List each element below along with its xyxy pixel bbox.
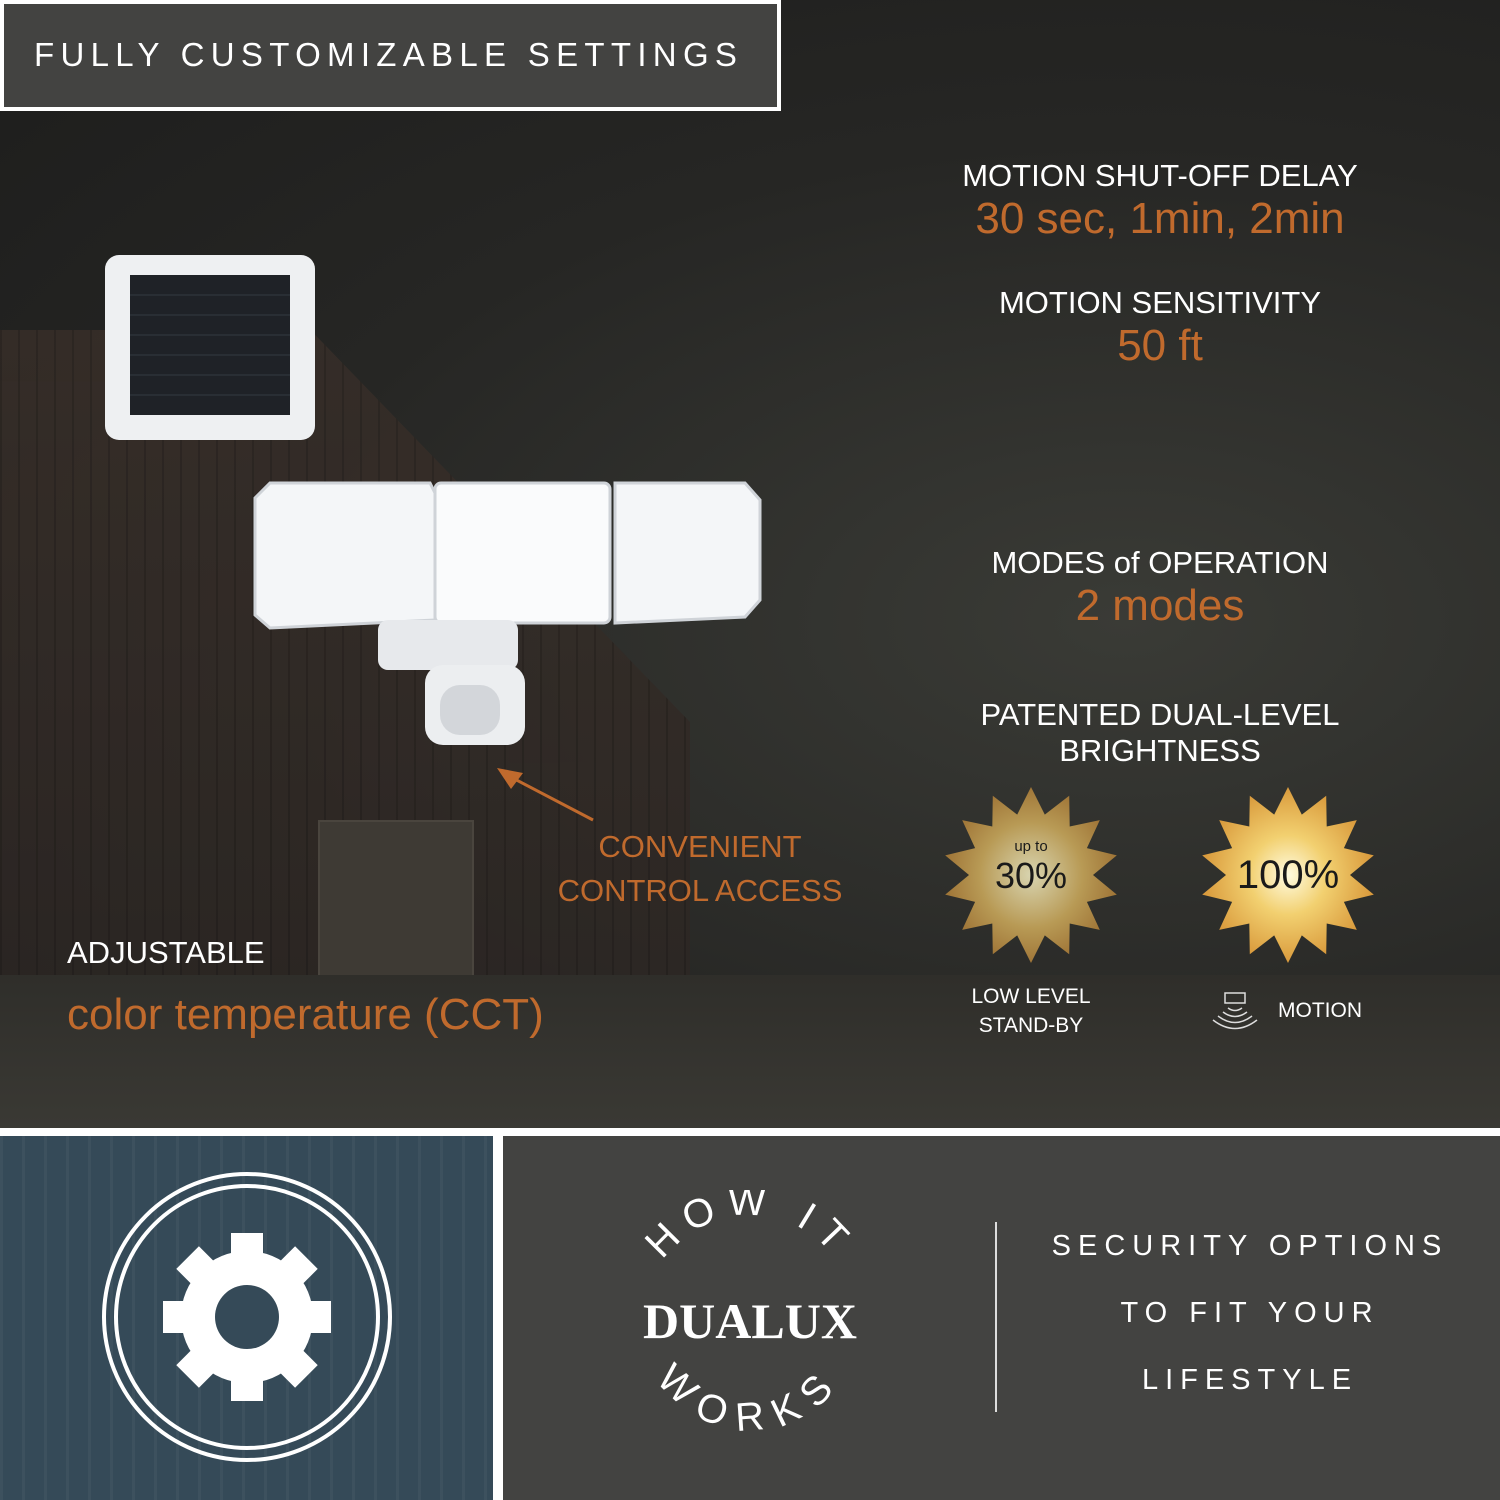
gear-icon bbox=[102, 1172, 392, 1462]
feature-shutoff-delay: MOTION SHUT-OFF DELAY 30 sec, 1min, 2min bbox=[880, 158, 1440, 244]
product-image bbox=[105, 255, 762, 745]
sunburst-high-icon bbox=[1202, 787, 1374, 963]
badge-top-text: HOW IT bbox=[637, 1190, 863, 1266]
sunburst-low-icon bbox=[945, 787, 1117, 963]
badge-bottom-text: WORKS bbox=[649, 1356, 851, 1440]
divider bbox=[995, 1222, 997, 1412]
feature-value: 2 modes bbox=[1075, 581, 1245, 630]
how-it-works-panel bbox=[503, 1136, 1500, 1500]
high-caption: MOTION bbox=[1278, 999, 1362, 1022]
feature-label: MOTION SHUT-OFF DELAY bbox=[962, 158, 1358, 193]
tagline-line-1: SECURITY OPTIONS bbox=[1051, 1230, 1449, 1262]
feature-label: MOTION SENSITIVITY bbox=[998, 285, 1322, 320]
low-value: 30% bbox=[994, 855, 1068, 896]
callout-line-1: CONVENIENT bbox=[598, 829, 802, 864]
header-banner: FULLY CUSTOMIZABLE SETTINGS bbox=[0, 0, 781, 111]
solar-panel bbox=[105, 255, 315, 440]
low-caption-line-2: STAND-BY bbox=[978, 1014, 1084, 1037]
arrow-icon bbox=[497, 768, 594, 822]
feature-modes: MODES of OPERATION 2 modes bbox=[880, 545, 1440, 631]
tagline-line-3: LIFESTYLE bbox=[1141, 1364, 1359, 1396]
feature-sensitivity: MOTION SENSITIVITY 50 ft bbox=[880, 285, 1440, 371]
ground bbox=[0, 975, 1500, 1128]
brand-logo: DUALUX bbox=[643, 1293, 857, 1349]
feature-value: 30 sec, 1min, 2min bbox=[975, 194, 1345, 243]
motion-sensor-icon bbox=[1212, 992, 1258, 1030]
page-title: FULLY CUSTOMIZABLE SETTINGS bbox=[34, 36, 744, 73]
cct-value: color temperature (CCT) bbox=[67, 990, 544, 1039]
feature-label: PATENTED DUAL-LEVEL BRIGHTNESS bbox=[980, 697, 1340, 768]
feature-label: MODES of OPERATION bbox=[991, 545, 1329, 580]
motion-sensor bbox=[425, 665, 525, 745]
feature-brightness: PATENTED DUAL-LEVEL BRIGHTNESS bbox=[880, 697, 1440, 769]
high-value: 100% bbox=[1236, 853, 1340, 897]
low-caption-line-1: LOW LEVEL bbox=[971, 985, 1091, 1008]
callout-line-2: CONTROL ACCESS bbox=[557, 873, 843, 908]
feature-value: 50 ft bbox=[1117, 321, 1203, 370]
how-it-works-badge: HOW IT WORKS DUALUX bbox=[637, 1190, 863, 1440]
barn-door bbox=[318, 820, 474, 990]
low-prefix: up to bbox=[1014, 838, 1048, 855]
low-caption: LOW LEVEL STAND-BY bbox=[951, 982, 1111, 1040]
callout-text: CONVENIENT CONTROL ACCESS bbox=[540, 825, 860, 913]
low-level-badge: up to 30% bbox=[971, 838, 1091, 897]
cct-label: ADJUSTABLE bbox=[67, 935, 265, 970]
tagline-line-2: TO FIT YOUR bbox=[1120, 1297, 1380, 1329]
light-heads bbox=[253, 481, 762, 670]
